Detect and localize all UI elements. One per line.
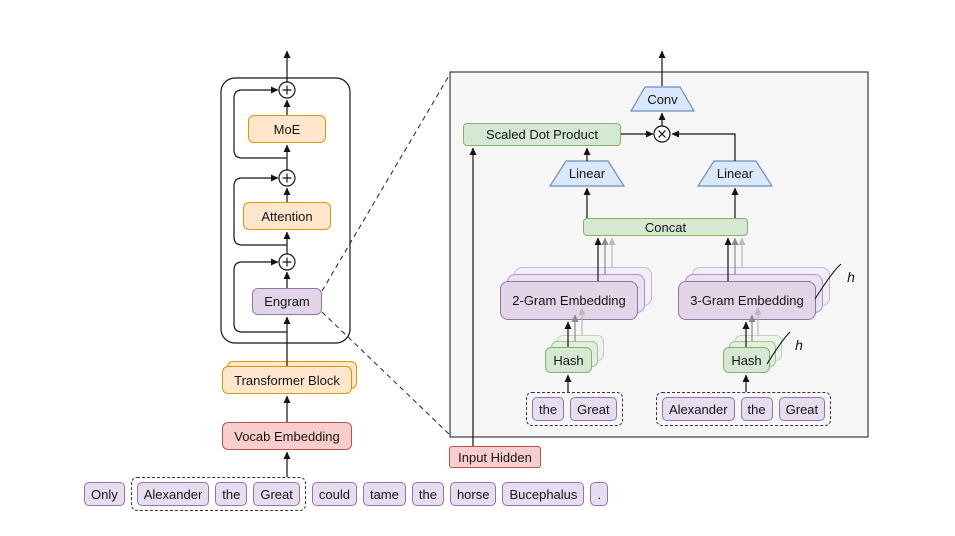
trigram-token-window: Alexander the Great <box>656 392 832 426</box>
sentence-token: horse <box>449 482 497 506</box>
ngram-window-highlight: Alexander the Great <box>130 477 306 511</box>
multiply-icon <box>653 125 671 143</box>
moe-block: MoE <box>248 115 326 143</box>
trigram-token: Great <box>778 397 826 421</box>
heads-count-label-embedding: h <box>847 269 855 285</box>
sentence-token: . <box>590 482 609 506</box>
add-icon <box>278 169 296 187</box>
heads-count-ticks <box>766 263 842 365</box>
trigram-token: Alexander <box>662 397 735 421</box>
zoom-connector-lines <box>321 73 451 436</box>
trigram-token: the <box>740 397 773 421</box>
bigram-token: the <box>532 397 565 421</box>
zoom-connector-bottom <box>321 311 451 436</box>
sentence-token: Alexander <box>136 482 210 506</box>
sentence-token: tame <box>362 482 406 506</box>
two-gram-embedding-box: 2-Gram Embedding <box>500 281 638 320</box>
heads-count-label-hash: h <box>795 337 803 353</box>
linear-left-label: Linear <box>568 166 606 181</box>
zoom-connector-top <box>321 73 451 292</box>
three-gram-embedding-box: 3-Gram Embedding <box>678 281 816 320</box>
conv-label: Conv <box>647 91 678 107</box>
detail-arrows <box>469 50 750 446</box>
engram-block: Engram <box>252 288 322 315</box>
residual-add-icons <box>278 81 296 271</box>
transformer-layer-container <box>220 77 351 344</box>
sentence-token: could <box>311 482 357 506</box>
residual-connections <box>233 86 287 333</box>
add-icon <box>278 81 296 99</box>
input-hidden-box: Input Hidden <box>449 446 541 468</box>
sentence-token: Only <box>84 482 125 506</box>
conv-trapezoid <box>629 86 696 112</box>
sentence-token: the <box>215 482 248 506</box>
sentence-token: Bucephalus <box>502 482 585 506</box>
bigram-token-window: the Great <box>526 392 623 426</box>
residual-attention <box>233 174 287 246</box>
linear-right-trapezoid <box>696 160 774 187</box>
sentence-token: Great <box>253 482 300 506</box>
transformer-block: Transformer Block <box>222 366 352 394</box>
vocab-embedding-block: Vocab Embedding <box>222 422 352 450</box>
bigram-token: Great <box>570 397 617 421</box>
residual-engram <box>233 258 287 333</box>
residual-moe <box>233 86 287 159</box>
detail-arrows-lightgray <box>578 237 762 335</box>
add-icon <box>278 253 296 271</box>
scaled-dot-product-box: Scaled Dot Product <box>463 123 621 146</box>
heads-tick-hash <box>766 331 791 365</box>
arrow-linear-right-to-multiply <box>671 130 736 161</box>
hash-box-left: Hash <box>545 347 592 373</box>
sentence-token: the <box>411 482 444 506</box>
linear-left-trapezoid <box>548 160 626 187</box>
detail-arrows-gray <box>571 237 756 341</box>
concat-bar: Concat <box>583 218 748 236</box>
linear-right-label: Linear <box>716 166 754 181</box>
heads-tick-embedding <box>814 263 842 300</box>
detail-trapezoids <box>548 86 774 187</box>
sentence-token-row: Only Alexander the Great could tame the … <box>84 477 609 511</box>
attention-block: Attention <box>243 202 331 230</box>
